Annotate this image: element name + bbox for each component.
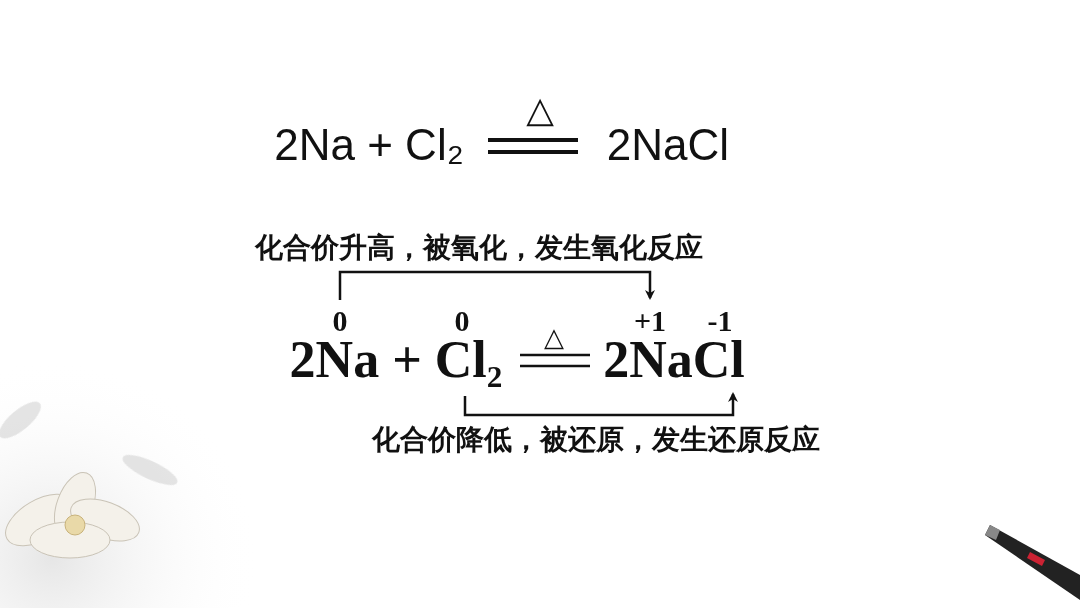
equals-sign bbox=[520, 355, 590, 366]
oxidation-note: 化合价升高，被氧化，发生氧化反应 bbox=[255, 234, 703, 262]
leaves bbox=[0, 396, 181, 491]
equation-text: 2Na + Cl₂ bbox=[290, 334, 503, 386]
reduction-bracket bbox=[465, 394, 733, 415]
oxidation-bracket bbox=[340, 272, 650, 300]
equals-sign bbox=[488, 140, 578, 152]
heating-symbol: △ bbox=[544, 324, 564, 350]
ink-wash bbox=[0, 360, 260, 608]
valence-number: +1 bbox=[634, 306, 666, 336]
equation-text: 2Na + Cl₂ bbox=[274, 123, 464, 167]
valence-number: 0 bbox=[455, 306, 470, 336]
brush-pen bbox=[985, 525, 1080, 600]
lotus-flower bbox=[0, 467, 145, 558]
equation-text: 2NaCl bbox=[603, 334, 745, 386]
valence-number: -1 bbox=[708, 306, 733, 336]
equation-text: 2NaCl bbox=[607, 123, 729, 167]
heating-symbol: △ bbox=[526, 92, 554, 128]
reduction-note: 化合价降低，被还原，发生还原反应 bbox=[372, 426, 820, 454]
valence-number: 0 bbox=[333, 306, 348, 336]
